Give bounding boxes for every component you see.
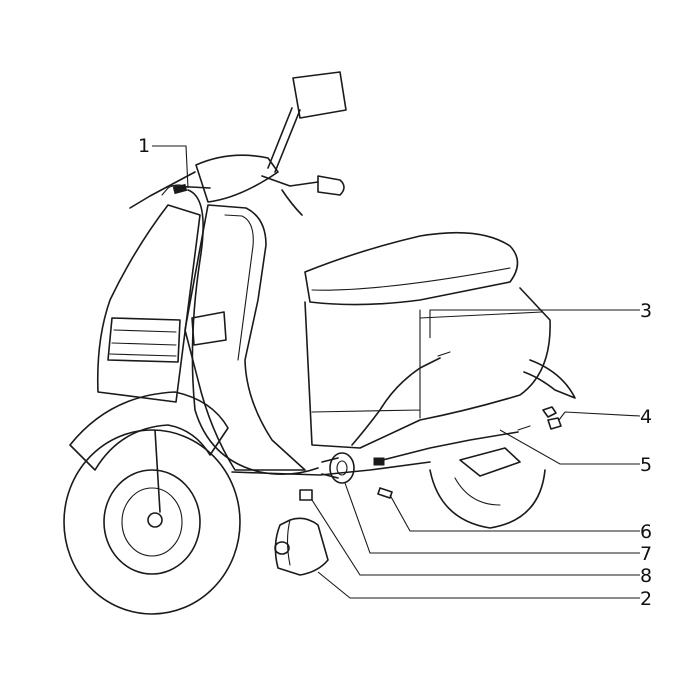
cable-parts [161,183,562,576]
callout-1: 1 [138,135,150,157]
leader-3 [429,309,640,338]
gear-cover [274,517,329,576]
left-handlebar [129,171,211,209]
rear-body [304,287,551,449]
leg-shield [184,204,306,471]
speedometer-cable [187,189,319,476]
leader-1 [152,145,189,189]
engine-casing [459,447,521,477]
callout-5: 5 [640,454,652,476]
front-fender [69,391,229,471]
leader-6 [389,494,640,532]
leader-8 [311,499,640,576]
drive-cable [351,357,441,446]
emblem [191,311,227,346]
right-grip [317,175,345,196]
small-fitting [299,489,313,501]
front-wheel [63,429,241,615]
leader-5 [499,429,640,465]
callout-4: 4 [640,406,652,428]
screw [377,487,393,499]
leader-lines [152,145,641,599]
callout-labels: 1 2 3 4 5 6 7 8 [138,135,652,610]
leader-2 [317,571,640,599]
speedometer-cable-top-fitting [172,183,188,195]
callout-7: 7 [640,543,652,565]
rear-cable [374,431,519,463]
mirror-stem [267,107,301,173]
leader-7 [344,482,640,554]
handlebar [261,175,319,187]
adjuster-nuts [542,406,562,430]
mirror [292,71,347,119]
rear-fender [523,359,576,399]
scooter-illustration [63,71,576,615]
leader-4 [558,411,641,421]
rear-cable-fitting [373,457,385,466]
headset [195,154,279,203]
headlight-area [107,317,181,363]
callout-8: 8 [640,565,652,587]
callout-2: 2 [640,588,652,610]
drive-gear [321,452,355,484]
brake-lever [281,189,303,216]
front-shield [96,204,201,403]
rear-wheel [429,469,546,529]
seat [304,231,519,306]
callout-3: 3 [640,300,652,322]
callout-6: 6 [640,521,652,543]
